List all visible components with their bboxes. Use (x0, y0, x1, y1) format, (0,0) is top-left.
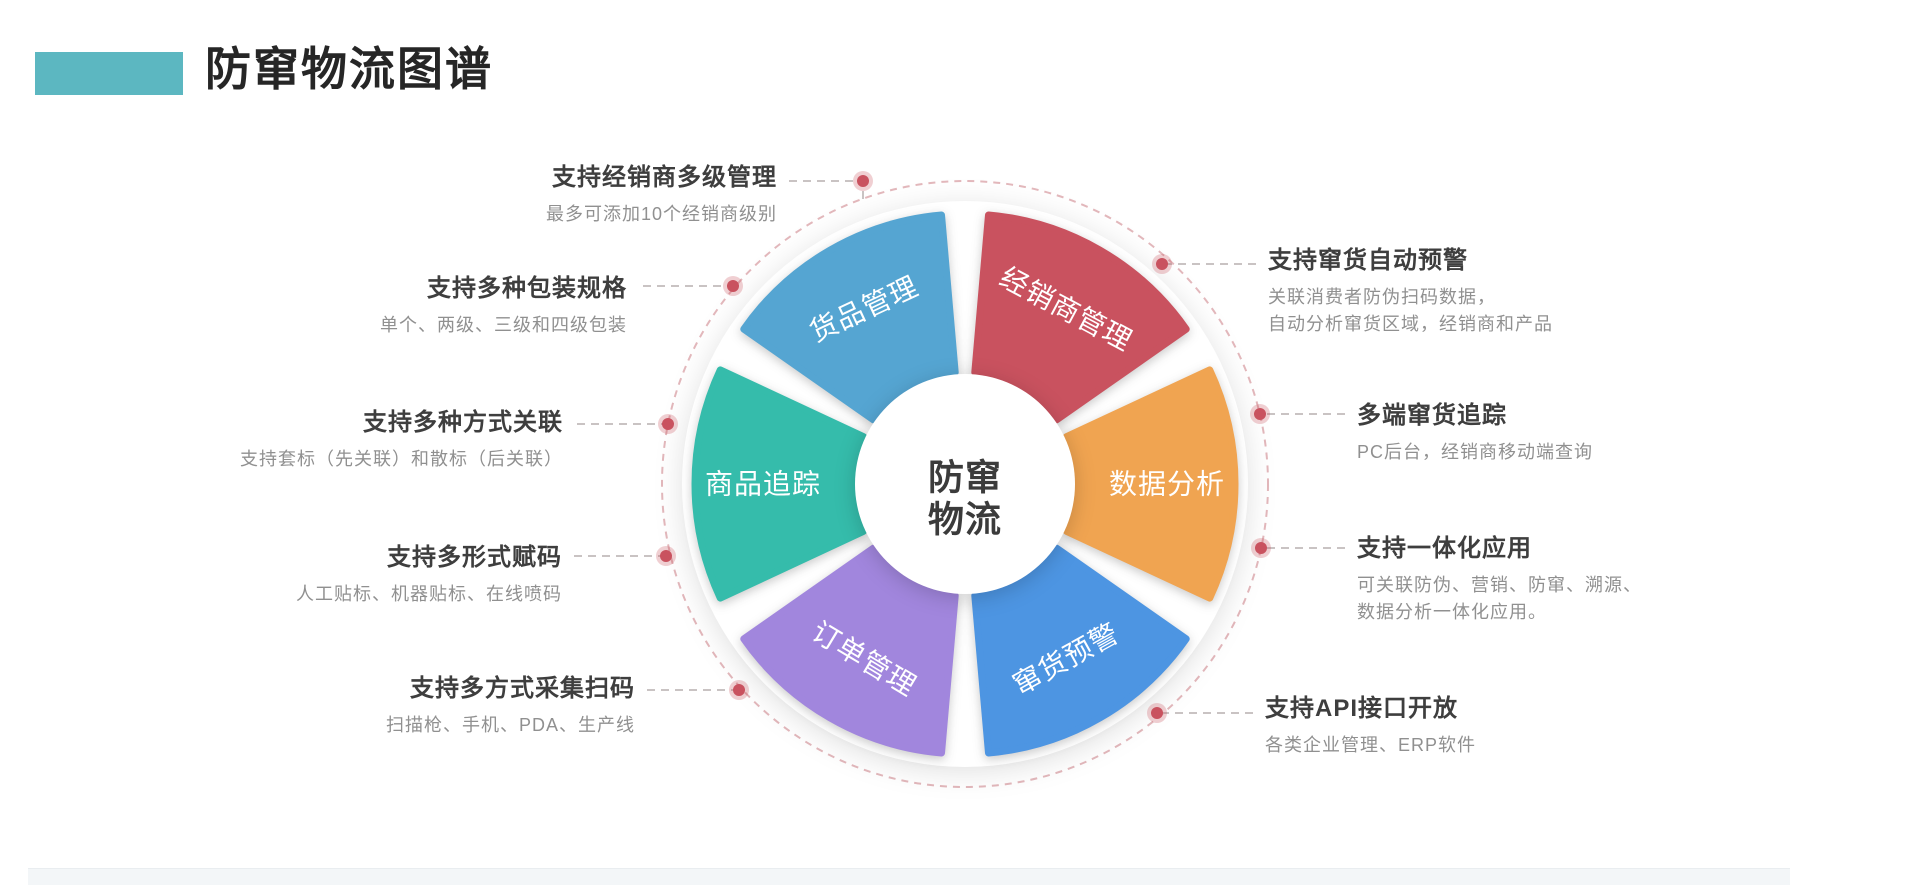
callout-subline: 支持套标（先关联）和散标（后关联） (240, 449, 563, 469)
connector-dot (1151, 707, 1163, 719)
callout-subline: 数据分析一体化应用。 (1357, 602, 1547, 622)
wedge-segment (740, 544, 959, 757)
callout-title: 支持经销商多级管理 (552, 164, 777, 191)
callout-multi-tracking: 多端窜货追踪 PC后台，经销商移动端查询 (1357, 401, 1593, 466)
hub-title-line1: 防窜 (928, 457, 1002, 498)
connector-dot (1156, 258, 1168, 270)
wedge-segment (691, 366, 867, 602)
callout-title: 多端窜货追踪 (1357, 402, 1507, 429)
callout-subline: 人工贴标、机器贴标、在线喷码 (296, 584, 562, 604)
callout-auto-warning: 支持窜货自动预警 关联消费者防伪扫码数据， 自动分析窜货区域，经销商和产品 (1268, 246, 1553, 338)
callout-association: 支持多种方式关联 支持套标（先关联）和散标（后关联） (240, 408, 563, 473)
wedge-segment (971, 211, 1190, 424)
callout-subline: 最多可添加10个经销商级别 (545, 204, 777, 224)
connector-dot (733, 684, 745, 696)
callout-subline: 自动分析窜货区域，经销商和产品 (1268, 314, 1553, 334)
callout-subline: 扫描枪、手机、PDA、生产线 (385, 715, 635, 735)
bottom-page-edge (28, 868, 1790, 885)
page-title: 防窜物流图谱 (205, 43, 493, 95)
connector-dot (857, 175, 869, 187)
wedge-label: 数据分析 (1109, 469, 1225, 500)
callout-api: 支持API接口开放 各类企业管理、ERP软件 (1265, 694, 1476, 759)
callout-subline: PC后台，经销商移动端查询 (1357, 442, 1594, 462)
wedge-segment (971, 544, 1190, 757)
connector-dot (1254, 408, 1266, 420)
callout-subline: 关联消费者防伪扫码数据， (1268, 287, 1496, 307)
callout-title: 支持多形式赋码 (387, 544, 562, 571)
callout-title: 支持多方式采集扫码 (410, 675, 635, 702)
wedge-segment (1063, 366, 1239, 602)
connector-dot (727, 280, 739, 292)
hub-circle (855, 374, 1075, 594)
hub-title-line2: 物流 (928, 499, 1002, 540)
callout-coding: 支持多形式赋码 人工贴标、机器贴标、在线喷码 (296, 543, 562, 608)
callout-subline: 单个、两级、三级和四级包装 (380, 315, 627, 335)
connector-dot (662, 418, 674, 430)
callout-integration: 支持一体化应用 可关联防伪、营销、防窜、溯源、数据分析一体化应用。 (1357, 534, 1642, 626)
callout-scanning: 支持多方式采集扫码 扫描枪、手机、PDA、生产线 (386, 674, 635, 739)
callout-dealer-levels: 支持经销商多级管理 最多可添加10个经销商级别 (546, 163, 777, 228)
callout-title: 支持多种包装规格 (427, 275, 627, 302)
callout-title: 支持窜货自动预警 (1268, 247, 1468, 274)
callout-connector-line (789, 180, 864, 199)
wedge-segment (740, 211, 959, 424)
connector-dot (660, 550, 672, 562)
callout-title: 支持多种方式关联 (363, 409, 563, 436)
callout-subline: 各类企业管理、ERP软件 (1265, 735, 1477, 755)
connector-dot (1255, 542, 1267, 554)
callout-title: 支持一体化应用 (1357, 535, 1532, 562)
dashed-ring (661, 180, 1269, 788)
wedge-label: 商品追踪 (705, 469, 821, 500)
callout-title: 支持API接口开放 (1265, 695, 1459, 722)
callout-subline: 可关联防伪、营销、防窜、溯源、 (1357, 575, 1642, 595)
title-accent-bar (35, 52, 183, 95)
callout-packaging: 支持多种包装规格 单个、两级、三级和四级包装 (380, 274, 627, 339)
